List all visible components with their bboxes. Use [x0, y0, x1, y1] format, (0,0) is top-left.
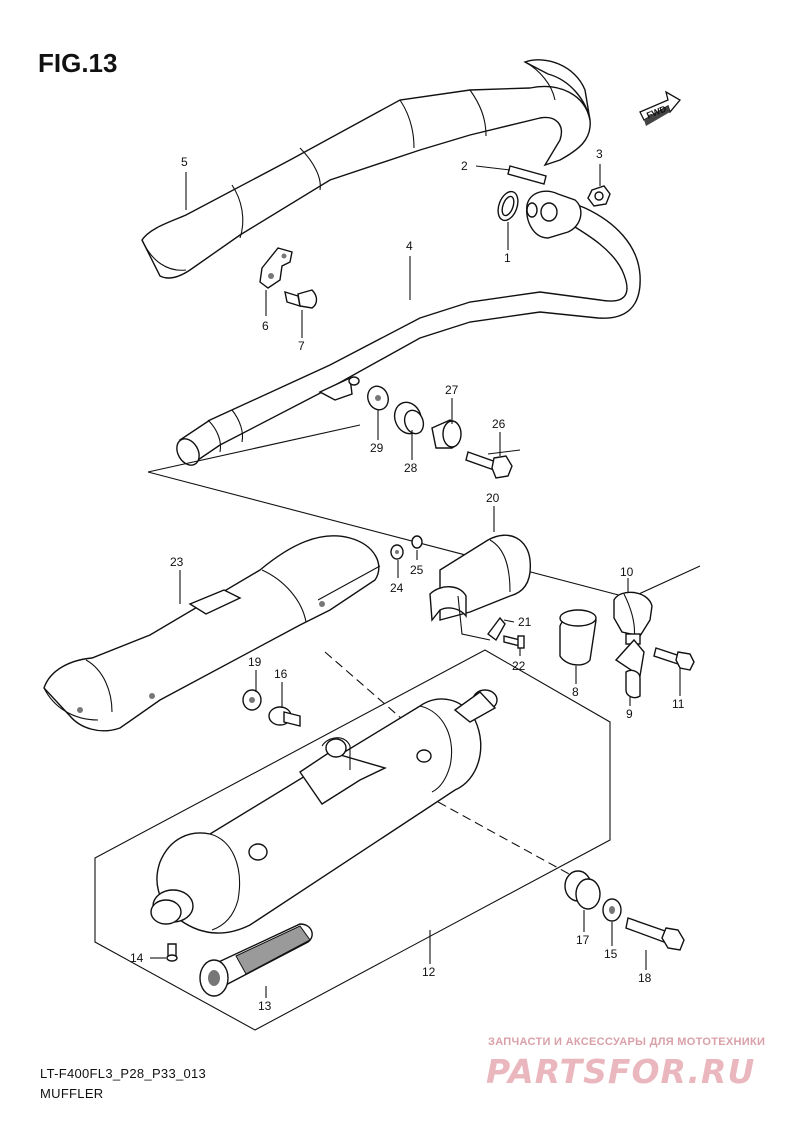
- callout-6: 6: [262, 319, 269, 333]
- figure-code: LT-F400FL3_P28_P33_013: [40, 1066, 207, 1081]
- part-11-bolt: [653, 647, 695, 671]
- part-26-bolt: [465, 451, 513, 479]
- part-14-bolt: [166, 943, 178, 962]
- watermark-tagline: ЗАПЧАСТИ И АКСЕССУАРЫ ДЛЯ МОТОТЕХНИКИ: [488, 1036, 766, 1048]
- figure-title: FIG.13: [38, 48, 118, 78]
- callout-10: 10: [620, 565, 634, 579]
- callout-8: 8: [572, 685, 579, 699]
- part-29-washer: [367, 385, 389, 411]
- callout-5: 5: [181, 155, 188, 169]
- part-20-joint-cover: [429, 534, 532, 641]
- part-21-clip: [487, 616, 506, 642]
- callout-leader-lines: [150, 164, 681, 998]
- fwd-arrow-icon: FWD: [639, 90, 681, 126]
- part-19-nut: [242, 689, 262, 711]
- callout-1: 1: [504, 251, 511, 265]
- callout-17: 17: [576, 933, 590, 947]
- callout-12: 12: [422, 965, 436, 979]
- callout-3: 3: [596, 147, 603, 161]
- part-8-sleeve: [559, 609, 597, 666]
- callout-25: 25: [410, 563, 424, 577]
- callout-9: 9: [626, 707, 633, 721]
- callout-7: 7: [298, 339, 305, 353]
- part-10-clamp: [613, 591, 653, 645]
- leader-line: [487, 449, 521, 455]
- callout-29: 29: [370, 441, 384, 455]
- part-6-bracket: [259, 247, 293, 289]
- part-18-bolt: [625, 917, 685, 951]
- leader-line: [147, 424, 361, 473]
- part-27-collar: [431, 419, 462, 449]
- part-16-collar: [268, 706, 301, 727]
- callout-11: 11: [672, 697, 685, 711]
- part-25-nut: [411, 535, 423, 549]
- callout-22: 22: [512, 659, 526, 673]
- leader-line: [147, 471, 631, 599]
- part-13-spark-arrester: [199, 923, 313, 997]
- callout-20: 20: [486, 491, 500, 505]
- watermark-logo: PARTSFOR.RU: [486, 1052, 756, 1091]
- part-24-washer: [390, 544, 404, 560]
- part-12-muffler: [150, 689, 498, 934]
- callout-labels: 5 2 3 4 1 6 7 29 28 27 26 20 23 24 25 21…: [130, 147, 685, 1013]
- callout-18: 18: [638, 971, 652, 985]
- part-5-heat-shield-upper: [141, 59, 591, 279]
- callout-2: 2: [461, 159, 468, 173]
- part-23-heat-shield-lower: [43, 535, 381, 732]
- part-28-grommet: [393, 401, 425, 435]
- part-9-bracket: [614, 638, 645, 699]
- leader-line: [629, 565, 701, 599]
- part-17-grommet: [564, 870, 601, 910]
- part-1-gasket: [497, 190, 519, 222]
- figure-name: MUFFLER: [40, 1086, 104, 1101]
- callout-13: 13: [258, 999, 272, 1013]
- callout-24: 24: [390, 581, 404, 595]
- part-12-muffler-frame: [94, 649, 611, 1031]
- part-7-bolt: [284, 289, 318, 309]
- callout-4: 4: [406, 239, 413, 253]
- callout-16: 16: [274, 667, 288, 681]
- callout-27: 27: [445, 383, 459, 397]
- flange-joint: [526, 190, 582, 239]
- callout-19: 19: [248, 655, 262, 669]
- callout-28: 28: [404, 461, 418, 475]
- callout-14: 14: [130, 951, 144, 965]
- part-2-stud: [507, 165, 547, 185]
- part-22-bolt: [503, 635, 525, 649]
- callout-15: 15: [604, 947, 618, 961]
- part-15-washer: [602, 898, 622, 922]
- part-3-nut: [587, 185, 611, 207]
- callout-21: 21: [518, 615, 532, 629]
- callout-26: 26: [492, 417, 506, 431]
- callout-23: 23: [170, 555, 184, 569]
